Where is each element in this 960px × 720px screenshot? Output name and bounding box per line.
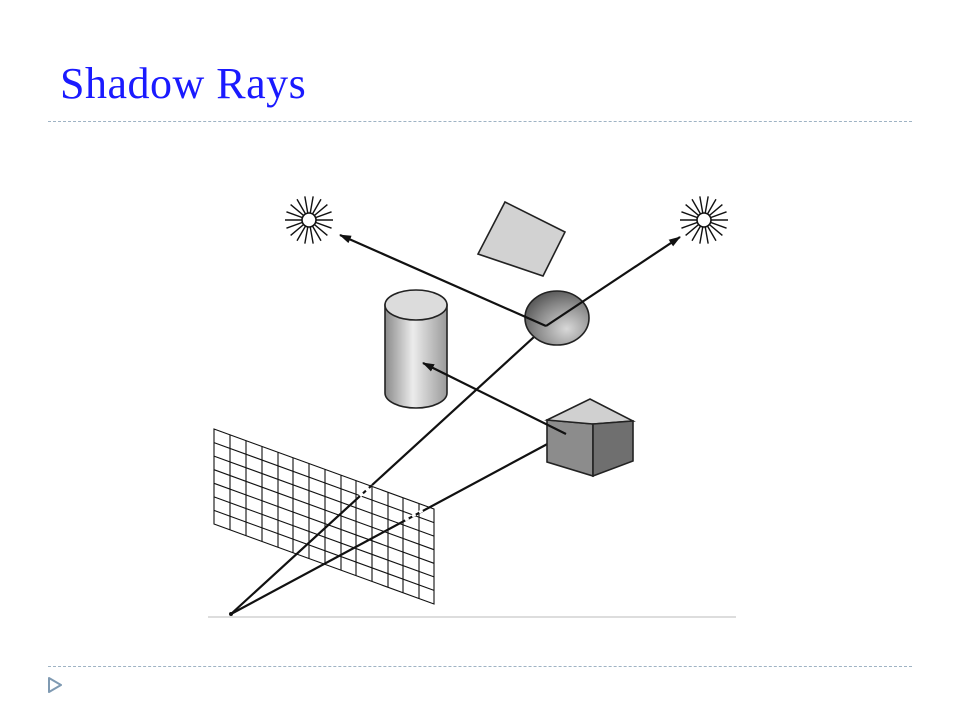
slide-title: Shadow Rays xyxy=(60,59,307,108)
reflected-ray-to-cylinder xyxy=(422,362,567,435)
image-plane-grid xyxy=(213,428,435,605)
light-source-left-icon xyxy=(285,196,333,244)
eye-ray-dashed-segment-2 xyxy=(404,507,426,522)
eye-ray-dashed-segment xyxy=(358,483,374,498)
triangle-right-icon[interactable] xyxy=(48,677,62,693)
shadow-ray-right-light xyxy=(545,236,681,327)
light-source-right-icon xyxy=(680,196,728,244)
box-object xyxy=(544,398,636,478)
primary-ray-to-box xyxy=(230,433,567,615)
footer-divider xyxy=(48,666,912,667)
eye-viewpoint xyxy=(229,612,233,616)
shadow-ray-left-light xyxy=(339,233,547,328)
tilted-square-object xyxy=(476,200,567,277)
cylinder-object xyxy=(384,289,448,409)
primary-ray-to-sphere xyxy=(230,325,547,615)
title-divider xyxy=(48,121,912,122)
